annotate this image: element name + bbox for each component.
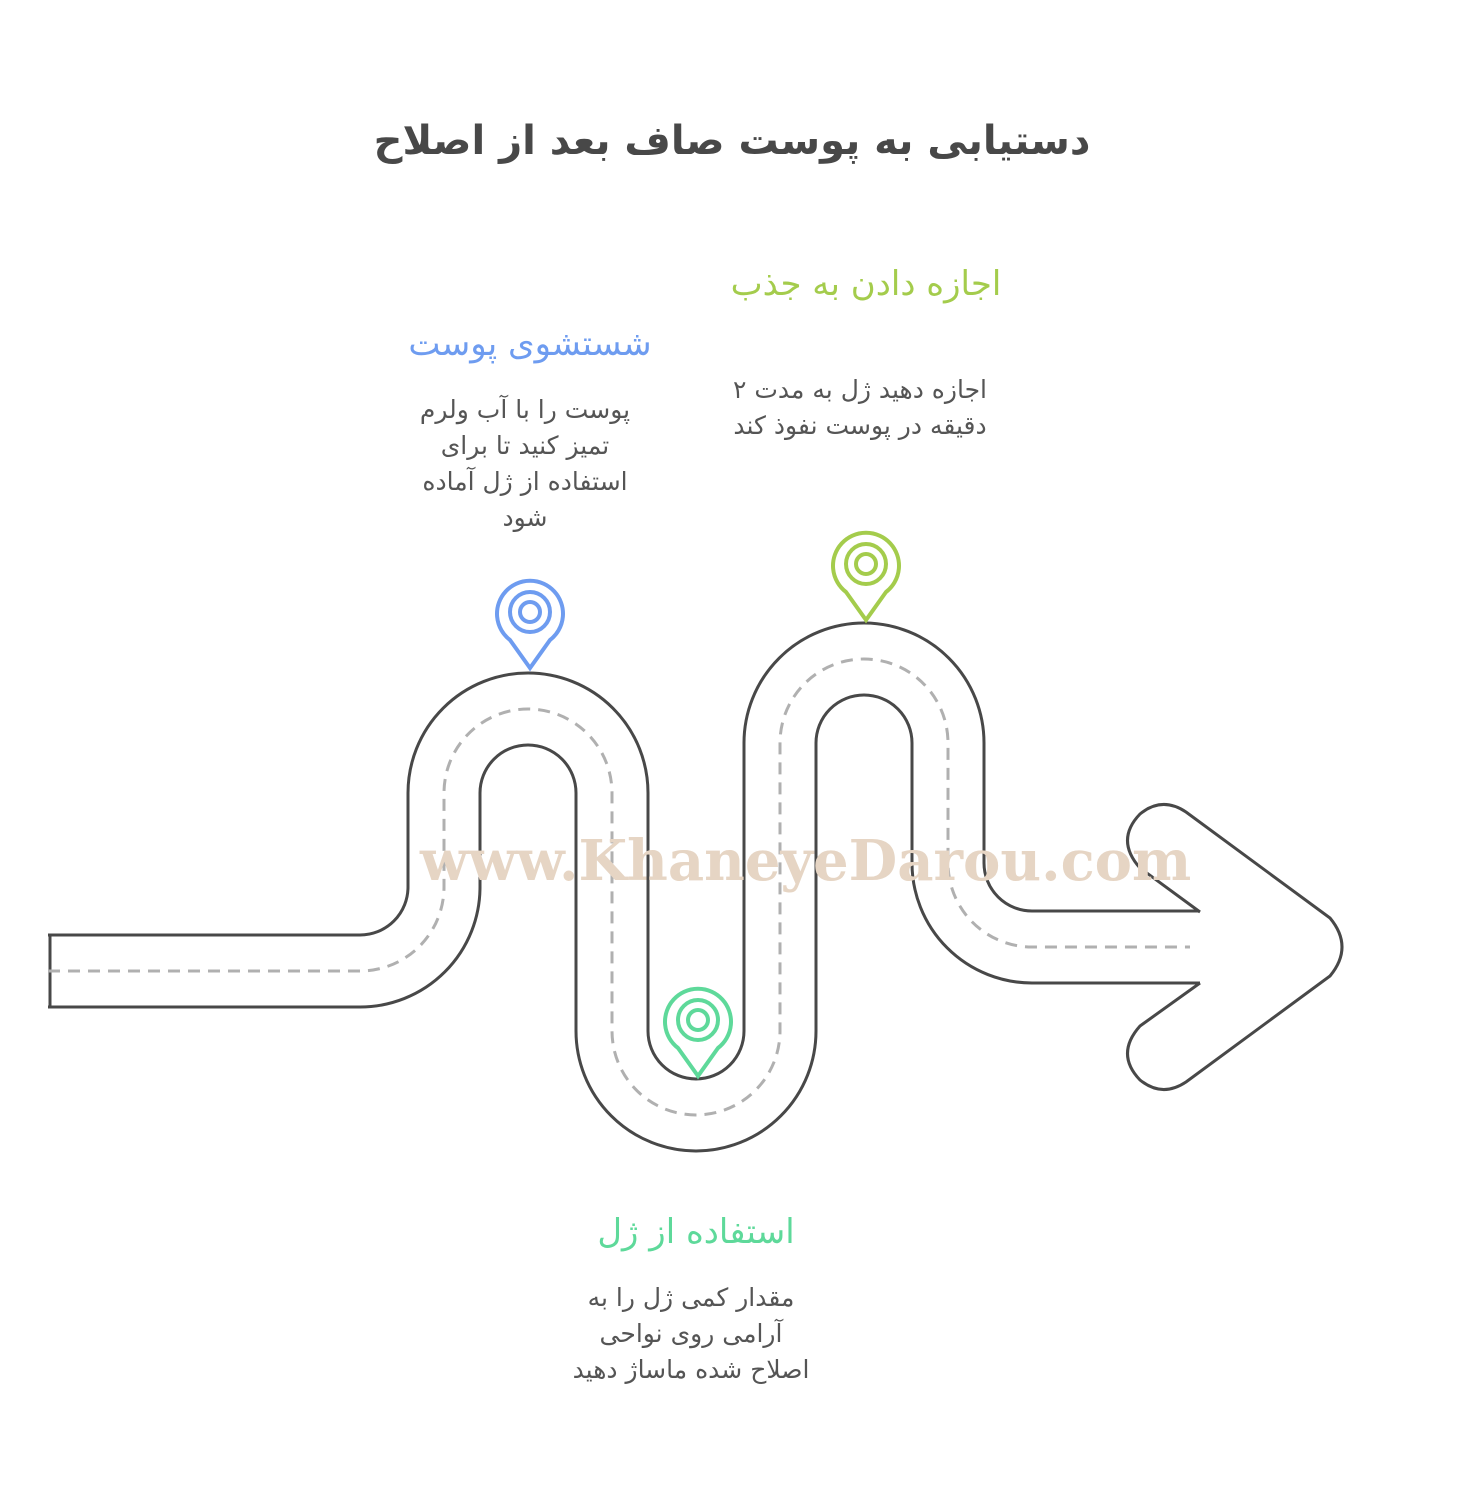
step-1-description: پوست را با آب ولرم تمیز کنید تا برای است…: [419, 395, 631, 532]
pin-icon-step-1: [495, 578, 565, 672]
watermark: www.KhaneyeDarou.com: [420, 828, 1192, 894]
step-2-description: مقدار کمی ژل را به آرامی روی نواحی اصلاح…: [572, 1283, 810, 1384]
road-centerline: [48, 657, 1190, 1117]
step-2-heading: استفاده از ژل: [597, 1212, 795, 1252]
step-3-heading: اجازه دادن به جذب: [730, 264, 1002, 304]
road: [48, 621, 1202, 1153]
pin-icon-step-3: [831, 530, 901, 624]
step-3-description: اجازه دهید ژل به مدت ۲ دقیقه در پوست نفو…: [733, 375, 987, 440]
page-title: دستیابی به پوست صاف بعد از اصلاح: [373, 118, 1091, 164]
arrow-head-icon: [1126, 803, 1344, 1091]
step-1-heading: شستشوی پوست: [408, 324, 652, 364]
pin-icon-step-2: [663, 986, 733, 1080]
